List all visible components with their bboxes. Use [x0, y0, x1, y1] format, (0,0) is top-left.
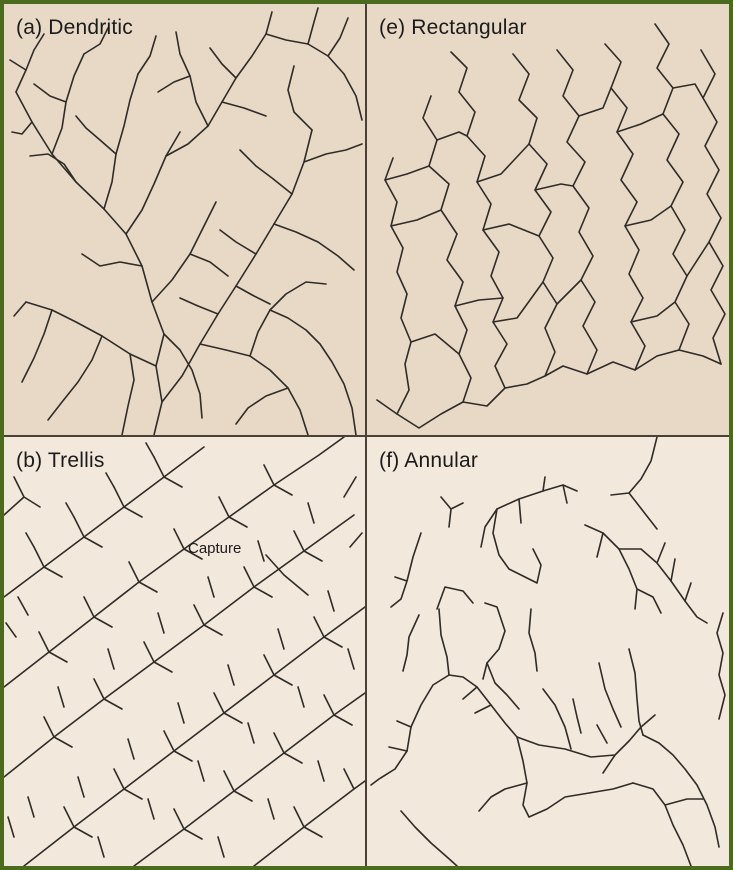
- panel-annular: (f) Annular: [367, 437, 729, 866]
- horizontal-divider: [4, 435, 729, 437]
- trellis-drainage-network: [4, 437, 365, 866]
- panel-dendritic: (a) Dendritic: [4, 4, 365, 435]
- dendritic-drainage-network: [9, 7, 363, 435]
- capture-label: Capture: [188, 540, 242, 557]
- panel-trellis: (b) Trellis Capture: [4, 437, 365, 866]
- panel-title-dendritic: (a) Dendritic: [16, 16, 133, 39]
- panel-title-annular: (f) Annular: [379, 449, 479, 472]
- rectangular-drainage-network: [376, 23, 726, 429]
- panel-rectangular: (e) Rectangular: [367, 4, 729, 435]
- panel-title-rectangular: (e) Rectangular: [379, 16, 527, 39]
- annular-drainage-network: [370, 437, 726, 866]
- panel-title-trellis: (b) Trellis: [16, 449, 105, 472]
